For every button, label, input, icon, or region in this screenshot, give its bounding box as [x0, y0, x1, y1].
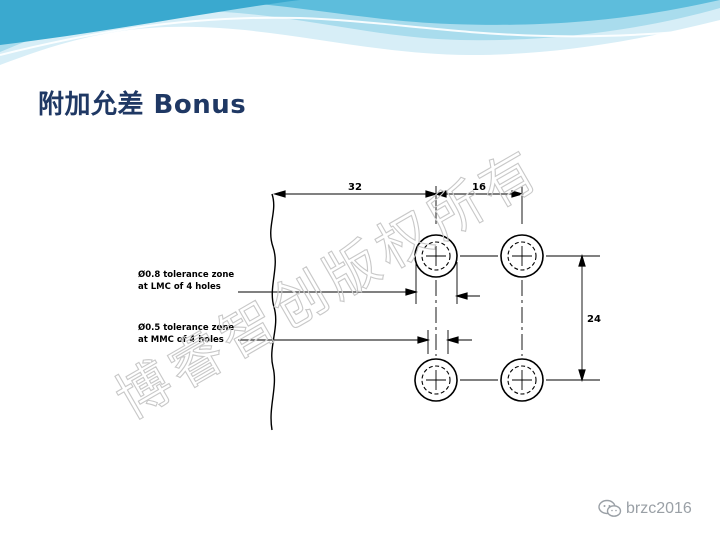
- dim-24-label: 24: [587, 314, 601, 325]
- brand-logo: brzc2016: [598, 499, 692, 519]
- slide-title: 附加允差 Bonus: [38, 90, 247, 120]
- callout-mmc-line1: Ø0.5 tolerance zone: [138, 322, 234, 333]
- header-wave-decoration: [0, 0, 720, 65]
- hole-top-right: [500, 234, 544, 278]
- callout-lmc-line1: Ø0.8 tolerance zone: [138, 269, 234, 280]
- wechat-icon: [598, 499, 622, 517]
- callout-mmc-line2: at MMC of 4 holes: [138, 335, 224, 345]
- logo-text: brzc2016: [626, 500, 692, 517]
- break-line: [270, 193, 277, 431]
- hole-top-left: [414, 234, 458, 278]
- tolerance-drawing: 32 16 24 Ø0.8 tolerance zone at LMC of 4…: [138, 182, 601, 431]
- dim-32-label: 32: [348, 182, 362, 193]
- hole-bottom-right: [500, 358, 544, 402]
- dim-16-label: 16: [472, 182, 486, 193]
- hole-bottom-left: [414, 358, 458, 402]
- callout-lmc-line2: at LMC of 4 holes: [138, 282, 221, 292]
